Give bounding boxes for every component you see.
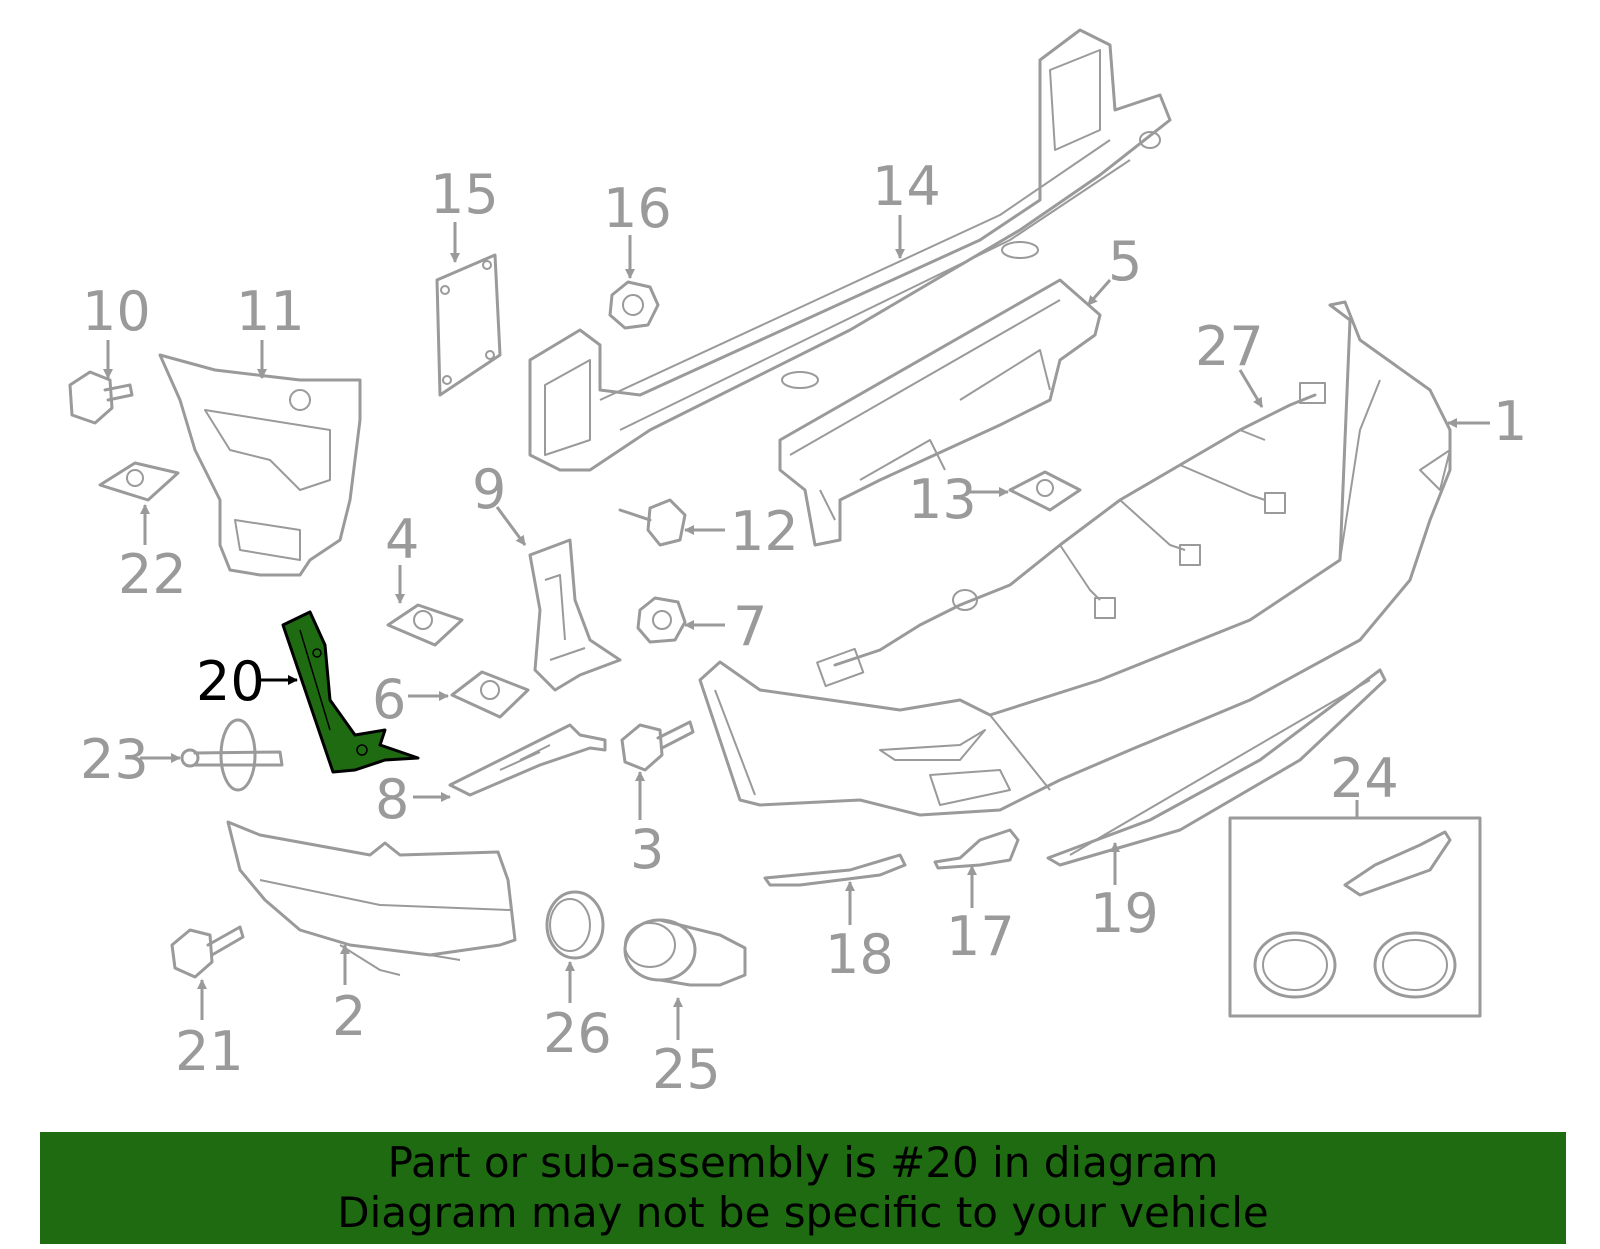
part-3-bolt[interactable] [620,720,695,772]
part-14-impact-bar[interactable] [528,28,1172,472]
callout-16: 16 [603,177,672,240]
part-13-clip-nut[interactable] [1008,470,1082,512]
callout-7: 7 [733,595,767,658]
part-9-bracket[interactable] [528,538,622,692]
part-12-bolt[interactable] [618,498,687,547]
callout-27: 27 [1195,315,1264,378]
banner-line-2: Diagram may not be specific to your vehi… [337,1188,1269,1237]
part-18-reflector[interactable] [763,853,907,887]
info-banner: Part or sub-assembly is #20 in diagram D… [40,1132,1566,1244]
callout-2: 2 [332,985,366,1048]
callout-18: 18 [825,923,894,986]
callout-20: 20 [196,650,265,713]
part-26-grommet[interactable] [545,890,605,960]
part-23-screw[interactable] [180,718,284,792]
part-7-nut[interactable] [636,596,687,644]
callout-5: 5 [1108,230,1142,293]
banner-line-1: Part or sub-assembly is #20 in diagram [387,1138,1219,1187]
part-17-cover[interactable] [933,828,1020,870]
part-4-clip-nut[interactable] [386,603,464,647]
part-2-side-trim[interactable] [226,820,517,976]
callout-26: 26 [543,1002,612,1065]
callout-10: 10 [82,280,151,343]
callout-1: 1 [1493,390,1527,453]
part-19-trim-strip[interactable] [1046,668,1387,867]
callout-12: 12 [730,500,799,563]
part-10-bolt[interactable] [68,370,134,425]
part-15-gasket[interactable] [435,253,502,397]
callout-23: 23 [80,728,149,791]
callout-14: 14 [872,155,941,218]
callout-labels: 1 2 3 4 5 6 7 8 9 10 11 12 13 14 15 16 1… [80,155,1527,1101]
part-6-clip-nut[interactable] [450,670,530,719]
part-22-clip-nut[interactable] [98,461,180,502]
callout-9: 9 [472,458,506,521]
callout-13: 13 [908,468,977,531]
callout-4: 4 [385,508,419,571]
callout-19: 19 [1090,882,1159,945]
part-24-kit-box[interactable] [1228,816,1482,1018]
callout-24: 24 [1330,747,1399,810]
part-21-bolt[interactable] [170,925,245,979]
parts-diagram: 1 2 3 4 5 6 7 8 9 10 11 12 13 14 15 16 1… [68,28,1527,1101]
part-11-mounting-bracket[interactable] [158,353,362,577]
part-16-nut[interactable] [608,280,660,330]
part-27-wiring-harness[interactable] [816,382,1326,688]
part-20-bracket-highlighted[interactable] [281,610,420,774]
callout-11: 11 [236,280,305,343]
part-1-bumper-cover[interactable] [698,300,1452,817]
callout-22: 22 [118,543,187,606]
callout-6: 6 [372,668,406,731]
callout-25: 25 [652,1038,721,1101]
callout-15: 15 [430,163,499,226]
leader-arrows [103,215,1490,1040]
callout-21: 21 [175,1020,244,1083]
callout-8: 8 [375,768,409,831]
callout-3: 3 [630,818,664,881]
part-25-parking-sensor[interactable] [623,918,747,987]
part-8-reinforcement-bracket[interactable] [448,723,607,797]
callout-17: 17 [946,905,1015,968]
part-5-absorber[interactable] [778,278,1102,547]
